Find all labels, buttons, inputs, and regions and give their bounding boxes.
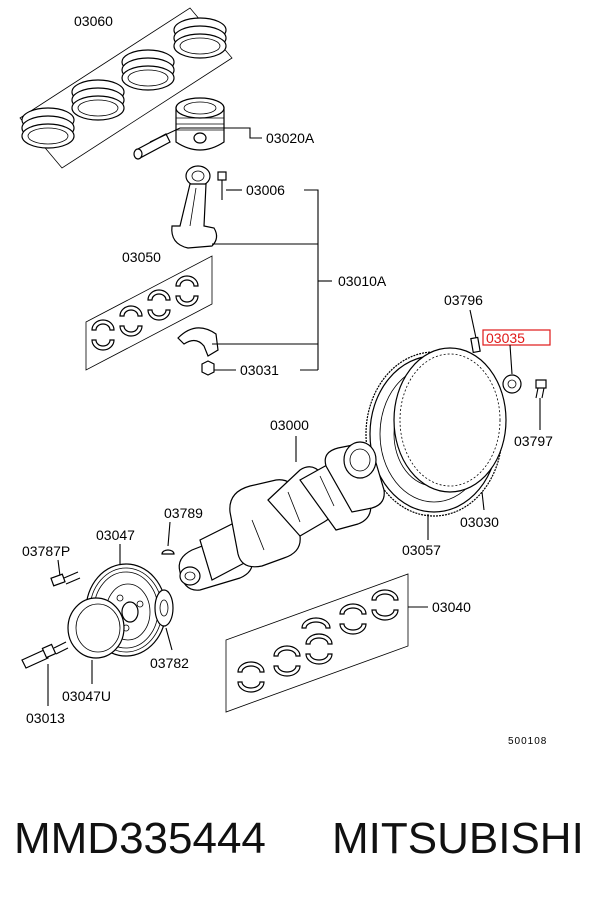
diagram-code: 500108 — [508, 736, 547, 747]
piston-ring-set-1 — [173, 17, 227, 59]
label-03013: 03013 — [26, 710, 65, 726]
label-03047: 03047 — [96, 527, 135, 543]
label-03050: 03050 — [122, 249, 161, 265]
label-03031: 03031 — [240, 362, 279, 378]
crankshaft[interactable] — [178, 441, 385, 591]
dowel-pin[interactable] — [470, 336, 481, 354]
label-03035[interactable]: 03035 — [486, 330, 525, 346]
main-bearing-shells[interactable] — [237, 589, 399, 693]
pilot-bearing[interactable] — [502, 374, 522, 394]
rod-cap[interactable] — [177, 327, 219, 357]
main-bearing-box — [225, 573, 409, 713]
rod-bearing-box — [85, 255, 213, 371]
label-03796: 03796 — [444, 292, 483, 308]
rod-bearing-shells[interactable] — [91, 275, 199, 351]
part-number: MMD335444 — [14, 814, 266, 863]
stud-bolt[interactable] — [21, 641, 69, 669]
piston-rings-group[interactable] — [19, 7, 233, 169]
crank-washer[interactable] — [154, 589, 174, 627]
label-03030: 03030 — [460, 514, 499, 530]
piston-ring-set-2 — [121, 49, 175, 91]
label-03040: 03040 — [432, 599, 471, 615]
label-03047U: 03047U — [62, 688, 111, 704]
flywheel[interactable] — [365, 347, 507, 517]
pulley-bolt[interactable] — [50, 571, 81, 587]
label-03782: 03782 — [150, 655, 189, 671]
label-03020A: 03020A — [266, 130, 315, 146]
rod-nut[interactable] — [201, 360, 215, 376]
woodruff-key[interactable] — [161, 549, 175, 555]
piston-ring-set-4 — [21, 107, 75, 149]
connecting-rod[interactable] — [171, 165, 218, 249]
pulley-ring[interactable] — [67, 597, 125, 659]
label-03010A: 03010A — [338, 273, 387, 289]
rod-bolt — [217, 171, 227, 200]
piston-and-pin[interactable] — [133, 97, 225, 160]
flywheel-bolt[interactable] — [535, 379, 547, 399]
brand-name: MITSUBISHI — [332, 814, 584, 863]
label-03006: 03006 — [246, 182, 285, 198]
highlight-box-03035 — [482, 329, 551, 346]
label-03787P: 03787P — [22, 543, 70, 559]
label-03000: 03000 — [270, 417, 309, 433]
footer: MMD335444 MITSUBISHI — [0, 808, 600, 878]
label-03797: 03797 — [514, 433, 553, 449]
label-03057: 03057 — [402, 542, 441, 558]
label-03060: 03060 — [74, 13, 113, 29]
piston-ring-set-3 — [71, 79, 125, 121]
label-03789: 03789 — [164, 505, 203, 521]
